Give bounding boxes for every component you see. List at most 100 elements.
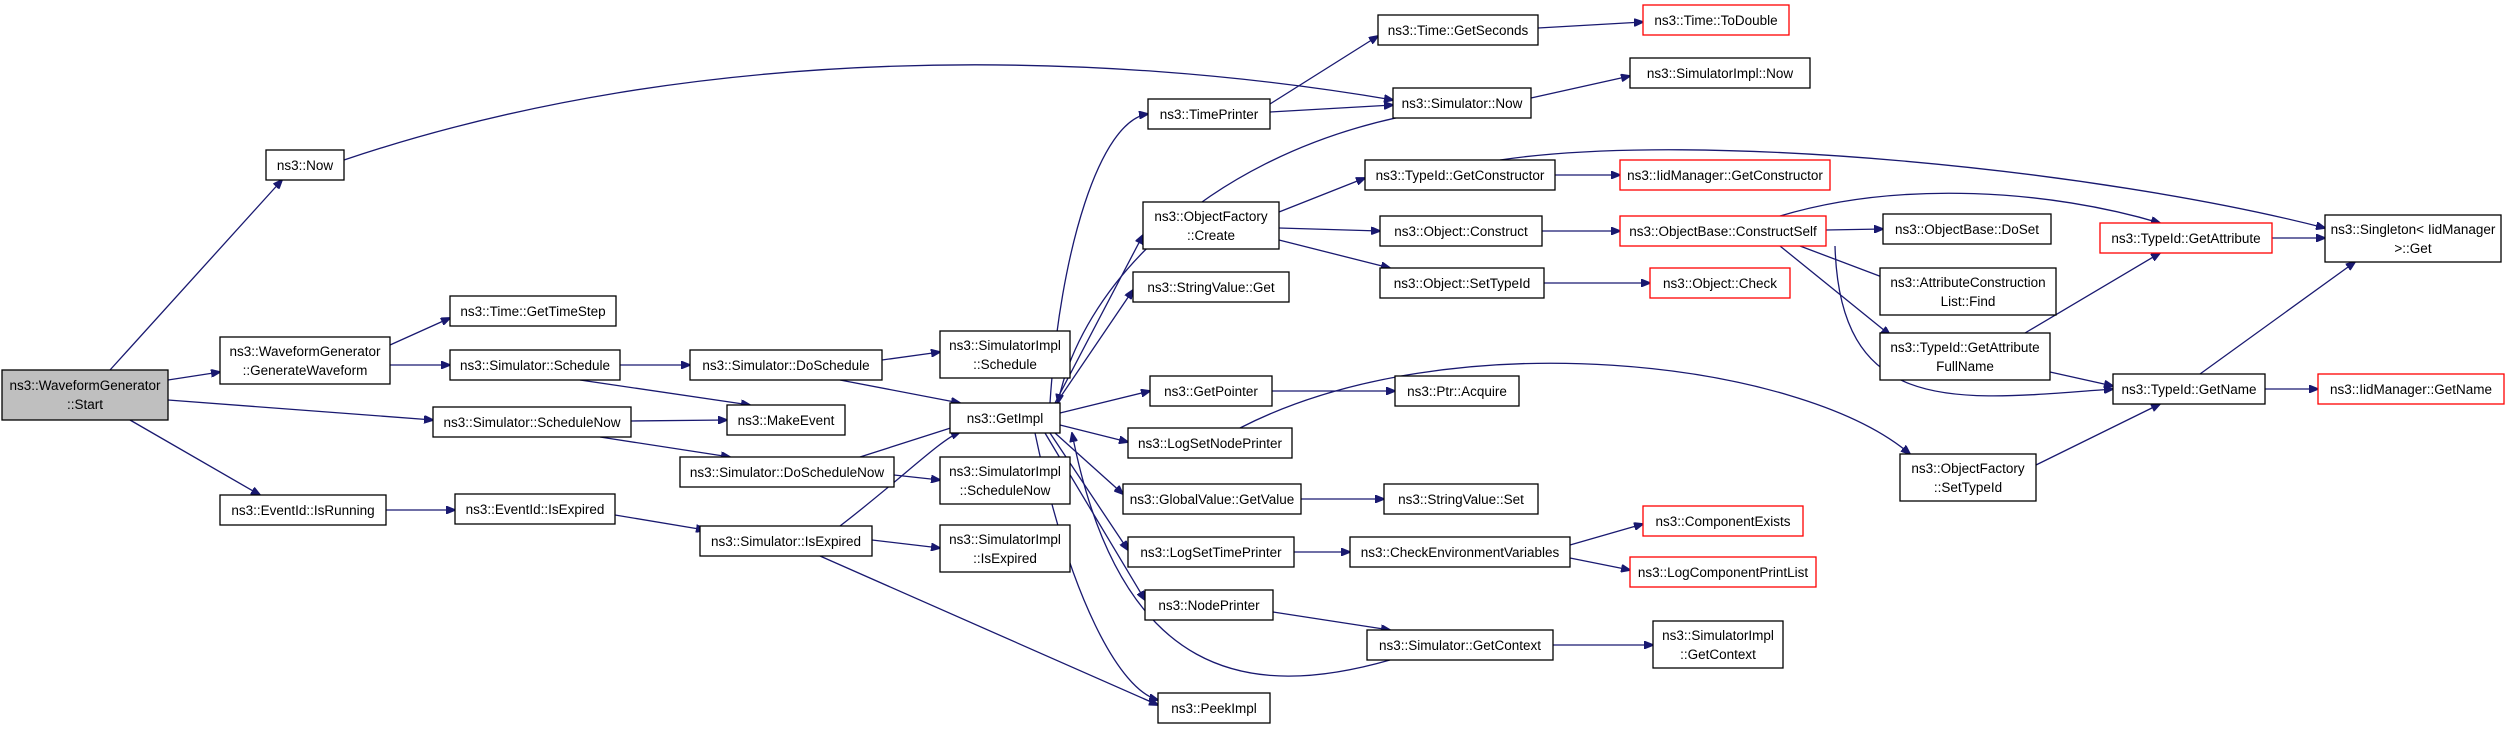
svg-text:ns3::TypeId::GetAttribute: ns3::TypeId::GetAttribute (1890, 340, 2039, 355)
edge-objfactorycreate-objconstruct (1278, 228, 1380, 231)
node-typeid-getname[interactable]: ns3::TypeId::GetName (2112, 373, 2266, 405)
node-waveformgenerator-start[interactable]: ns3::WaveformGenerator ::Start (1, 369, 169, 421)
node-typeid-getattribute[interactable]: ns3::TypeId::GetAttribute (2099, 222, 2273, 254)
edge-getimpl-stringvalueget (1054, 290, 1133, 406)
svg-text:ns3::Simulator::IsExpired: ns3::Simulator::IsExpired (711, 534, 861, 549)
node-componentexists[interactable]: ns3::ComponentExists (1642, 505, 1804, 537)
node-simulatorimpl-now[interactable]: ns3::SimulatorImpl::Now (1629, 57, 1811, 89)
node-simulator-schedule[interactable]: ns3::Simulator::Schedule (449, 349, 621, 381)
svg-text:ns3::Simulator::Now: ns3::Simulator::Now (1402, 96, 1523, 111)
svg-text:ns3::Now: ns3::Now (277, 158, 334, 173)
svg-text:::Start: ::Start (67, 397, 103, 412)
node-nodeprinter[interactable]: ns3::NodePrinter (1144, 589, 1274, 621)
edge-getimpl-globalvaluegetvalue (1054, 432, 1123, 494)
svg-text:ns3::TypeId::GetName: ns3::TypeId::GetName (2121, 382, 2256, 397)
svg-text:ns3::LogComponentPrintList: ns3::LogComponentPrintList (1638, 565, 1809, 580)
edge-typeidgetconstructor-singletonget (1499, 149, 2325, 228)
node-objectfactory-settypeid[interactable]: ns3::ObjectFactory ::SetTypeId (1899, 453, 2037, 502)
svg-text:ns3::Simulator::Schedule: ns3::Simulator::Schedule (460, 358, 610, 373)
svg-text:ns3::Simulator::DoScheduleNow: ns3::Simulator::DoScheduleNow (690, 465, 885, 480)
node-iidmanager-getconstructor[interactable]: ns3::IidManager::GetConstructor (1619, 159, 1831, 191)
node-now[interactable]: ns3::Now (265, 149, 345, 181)
svg-text:ns3::WaveformGenerator: ns3::WaveformGenerator (229, 344, 381, 359)
node-time-getseconds[interactable]: ns3::Time::GetSeconds (1377, 14, 1539, 46)
svg-text:ns3::ObjectBase::ConstructSelf: ns3::ObjectBase::ConstructSelf (1629, 224, 1817, 239)
edge-start-genwave (167, 372, 220, 381)
node-simulator-doschedulenow[interactable]: ns3::Simulator::DoScheduleNow (679, 456, 895, 488)
node-typeid-getattributefullname[interactable]: ns3::TypeId::GetAttribute FullName (1879, 332, 2051, 381)
edge-checkenv-componentexists (1569, 524, 1643, 546)
edge-schedulenow-makeevent (630, 420, 727, 421)
node-iidmanager-getname[interactable]: ns3::IidManager::GetName (2317, 373, 2505, 405)
node-checkenvironmentvariables[interactable]: ns3::CheckEnvironmentVariables (1349, 536, 1571, 568)
edge-simnow-getimpl (1058, 116, 1401, 403)
node-attributeconstructionlist-find[interactable]: ns3::AttributeConstruction List::Find (1879, 267, 2057, 316)
node-simulatorimpl-schedule[interactable]: ns3::SimulatorImpl ::Schedule (939, 330, 1071, 379)
edge-typeidgetname-singletonget (2199, 262, 2355, 375)
svg-text:List::Find: List::Find (1941, 294, 1996, 309)
node-simulator-getcontext[interactable]: ns3::Simulator::GetContext (1366, 629, 1554, 661)
svg-text:::Create: ::Create (1187, 228, 1235, 243)
svg-text:ns3::EventId::IsRunning: ns3::EventId::IsRunning (231, 503, 374, 518)
node-waveformgenerator-generatewaveform[interactable]: ns3::WaveformGenerator ::GenerateWavefor… (219, 336, 391, 385)
node-simulatorimpl-getcontext[interactable]: ns3::SimulatorImpl ::GetContext (1652, 620, 1784, 669)
edge-doschedulenow-implschedulenow (893, 474, 940, 480)
node-simulatorimpl-isexpired[interactable]: ns3::SimulatorImpl ::IsExpired (939, 524, 1071, 573)
node-timeprinter[interactable]: ns3::TimePrinter (1147, 98, 1271, 130)
node-makeevent[interactable]: ns3::MakeEvent (726, 404, 846, 436)
svg-text:ns3::TypeId::GetAttribute: ns3::TypeId::GetAttribute (2111, 231, 2260, 246)
edge-getimpl-getpointer (1059, 391, 1150, 414)
node-simulator-schedulenow[interactable]: ns3::Simulator::ScheduleNow (432, 406, 632, 438)
node-logcomponentprintlist[interactable]: ns3::LogComponentPrintList (1629, 556, 1817, 588)
edge-doschedulenow-getimpl (859, 425, 960, 458)
svg-text:::Schedule: ::Schedule (973, 357, 1037, 372)
node-simulator-now[interactable]: ns3::Simulator::Now (1392, 87, 1532, 119)
node-object-settypeid[interactable]: ns3::Object::SetTypeId (1379, 267, 1545, 299)
svg-text:ns3::Simulator::ScheduleNow: ns3::Simulator::ScheduleNow (443, 415, 620, 430)
node-typeid-getconstructor[interactable]: ns3::TypeId::GetConstructor (1364, 159, 1556, 191)
svg-text:ns3::Object::SetTypeId: ns3::Object::SetTypeId (1394, 276, 1531, 291)
svg-text:ns3::SimulatorImpl::Now: ns3::SimulatorImpl::Now (1647, 66, 1794, 81)
svg-text:ns3::Time::GetTimeStep: ns3::Time::GetTimeStep (460, 304, 605, 319)
svg-text:ns3::MakeEvent: ns3::MakeEvent (738, 413, 835, 428)
node-logsetnodeprinter[interactable]: ns3::LogSetNodePrinter (1127, 427, 1293, 459)
svg-text:ns3::ComponentExists: ns3::ComponentExists (1655, 514, 1790, 529)
node-getpointer[interactable]: ns3::GetPointer (1149, 375, 1273, 407)
node-time-gettimestep[interactable]: ns3::Time::GetTimeStep (449, 295, 617, 327)
node-objectbase-doset[interactable]: ns3::ObjectBase::DoSet (1882, 213, 2052, 245)
svg-text:ns3::NodePrinter: ns3::NodePrinter (1158, 598, 1260, 613)
node-getimpl[interactable]: ns3::GetImpl (949, 402, 1061, 434)
svg-text:>::Get: >::Get (2394, 241, 2431, 256)
svg-text:::ScheduleNow: ::ScheduleNow (960, 483, 1051, 498)
node-object-check[interactable]: ns3::Object::Check (1649, 267, 1791, 299)
node-simulatorimpl-schedulenow[interactable]: ns3::SimulatorImpl ::ScheduleNow (939, 456, 1071, 505)
edge-nodeprinter-simgetcontext (1272, 611, 1390, 630)
node-objectbase-constructself[interactable]: ns3::ObjectBase::ConstructSelf (1619, 215, 1827, 247)
svg-text:ns3::Time::ToDouble: ns3::Time::ToDouble (1654, 13, 1777, 28)
edge-start-schedulenow (167, 399, 433, 420)
svg-text:ns3::Simulator::DoSchedule: ns3::Simulator::DoSchedule (702, 358, 869, 373)
node-eventid-isexpired[interactable]: ns3::EventId::IsExpired (454, 493, 616, 525)
node-objectfactory-create[interactable]: ns3::ObjectFactory ::Create (1142, 201, 1280, 250)
svg-text:ns3::SimulatorImpl: ns3::SimulatorImpl (1662, 628, 1774, 643)
node-logsettimeprinter[interactable]: ns3::LogSetTimePrinter (1127, 536, 1295, 568)
node-peekimpl[interactable]: ns3::PeekImpl (1157, 692, 1271, 724)
node-globalvalue-getvalue[interactable]: ns3::GlobalValue::GetValue (1122, 483, 1302, 515)
node-singleton-iidmanager-get[interactable]: ns3::Singleton< IidManager >::Get (2324, 214, 2502, 263)
edge-typeidgetattrfullname-typeidgetname (2049, 371, 2113, 386)
node-eventid-isrunning[interactable]: ns3::EventId::IsRunning (219, 494, 387, 526)
node-time-todouble[interactable]: ns3::Time::ToDouble (1642, 4, 1790, 36)
edge-doschedule-getimpl (839, 379, 960, 403)
svg-text:ns3::GetImpl: ns3::GetImpl (967, 411, 1044, 426)
svg-text:ns3::PeekImpl: ns3::PeekImpl (1171, 701, 1257, 716)
node-stringvalue-get[interactable]: ns3::StringValue::Get (1132, 271, 1290, 303)
svg-text:ns3::SimulatorImpl: ns3::SimulatorImpl (949, 532, 1061, 547)
node-simulator-doschedule[interactable]: ns3::Simulator::DoSchedule (689, 349, 883, 381)
node-simulator-isexpired[interactable]: ns3::Simulator::IsExpired (699, 525, 873, 557)
node-ptr-acquire[interactable]: ns3::Ptr::Acquire (1394, 375, 1520, 407)
node-stringvalue-set[interactable]: ns3::StringValue::Set (1383, 483, 1539, 515)
node-object-construct[interactable]: ns3::Object::Construct (1379, 215, 1543, 247)
edge-objbaseconstructself-typeidgetattribute (1779, 192, 2160, 223)
edge-simisexpired-implisexpired (871, 539, 940, 548)
edge-typeidgetattrfullname-typeidgetattribute (2024, 253, 2160, 334)
